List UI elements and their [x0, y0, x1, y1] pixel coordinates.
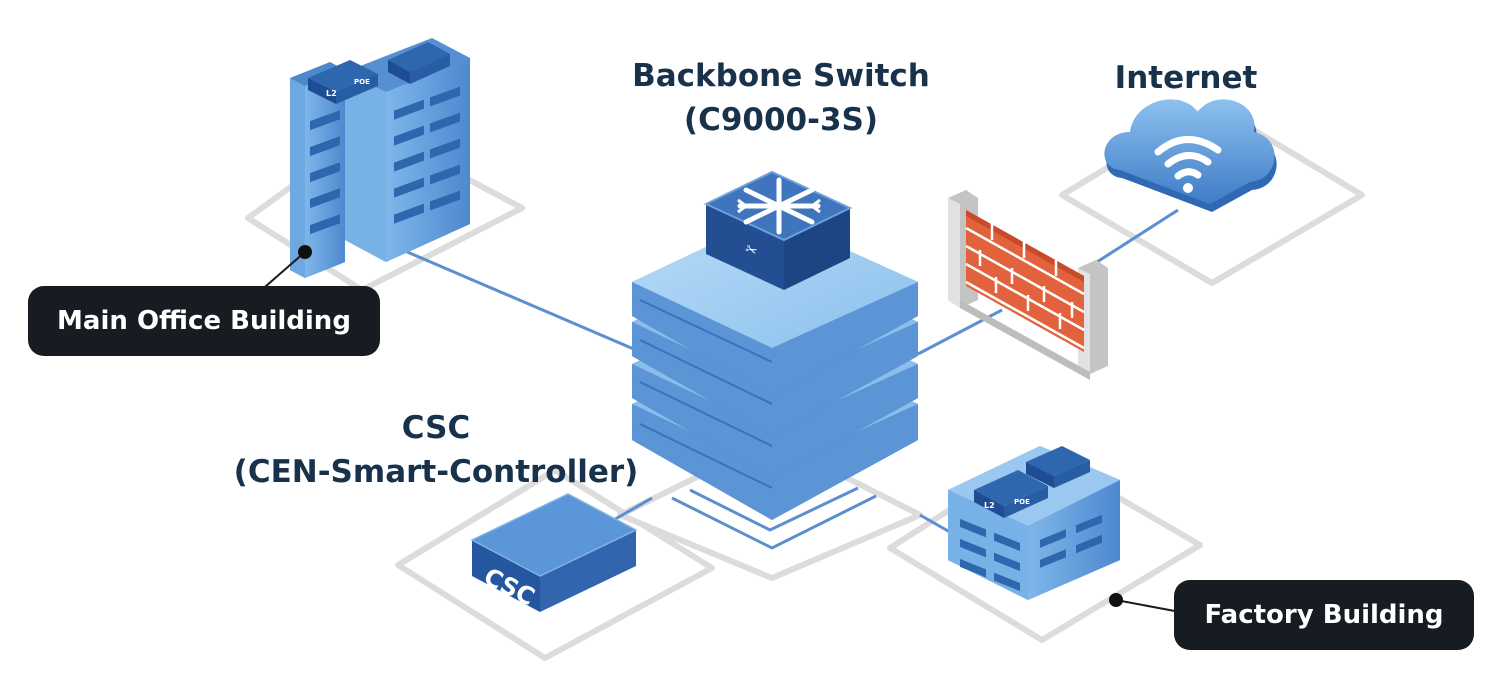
backbone-title: Backbone Switch (C9000-3S) — [596, 54, 966, 142]
csc-title-line1: CSC — [401, 410, 471, 446]
factory-switch-tag-l2: L2 — [984, 501, 995, 510]
factory-l2-poe-switch: L2 POE — [974, 446, 1090, 518]
internet-title: Internet — [1114, 60, 1258, 96]
main-office-l2-poe-switch: L2 POE — [308, 42, 450, 104]
main-office-servers: L2 POE — [249, 38, 470, 301]
backbone-title-line1: Backbone Switch — [632, 58, 930, 94]
factory-servers: L2 POE — [948, 446, 1181, 613]
snowflake-switch-icon: ✂ — [703, 170, 853, 290]
wifi-cloud-icon — [1104, 99, 1277, 212]
factory-anchor-dot — [1109, 593, 1123, 607]
brick-firewall-icon — [948, 190, 1108, 380]
main-office-anchor-dot — [298, 245, 312, 259]
factory-label: Factory Building — [1174, 580, 1474, 650]
csc-device: CSC — [470, 493, 638, 612]
backbone-switch-stack: ✂ — [632, 170, 918, 520]
csc-title-line2: (CEN-Smart-Controller) — [233, 454, 639, 490]
main-office-label: Main Office Building — [28, 286, 380, 356]
switch-tag-poe: POE — [354, 78, 370, 86]
link-backbone-base-2 — [671, 494, 877, 550]
csc-title: CSC (CEN-Smart-Controller) — [226, 406, 646, 494]
backbone-title-line2: (C9000-3S) — [683, 102, 879, 138]
switch-tag-l2: L2 — [326, 89, 337, 98]
link-backbone-base — [689, 486, 859, 532]
factory-switch-tag-poe: POE — [1014, 498, 1030, 506]
